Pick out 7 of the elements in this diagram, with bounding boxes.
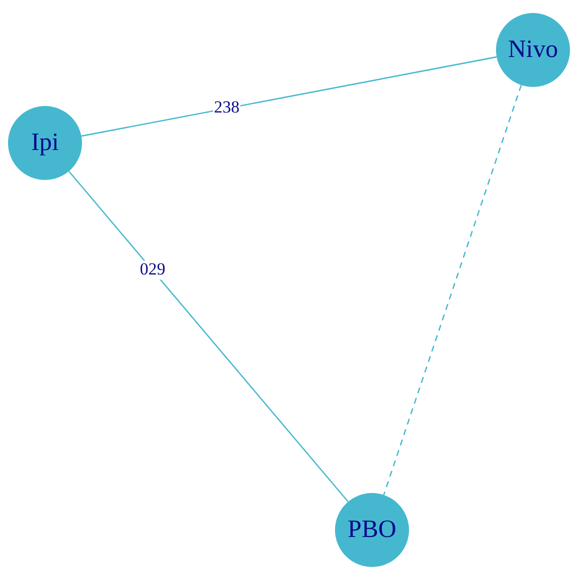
connector-line (68, 170, 349, 502)
connector-line (81, 56, 497, 137)
node-label: PBO (348, 516, 396, 544)
node-label: Ipi (31, 129, 59, 157)
edge-label: 029 (138, 261, 166, 280)
node-label: Nivo (508, 36, 558, 64)
dashed-connector (383, 84, 522, 496)
